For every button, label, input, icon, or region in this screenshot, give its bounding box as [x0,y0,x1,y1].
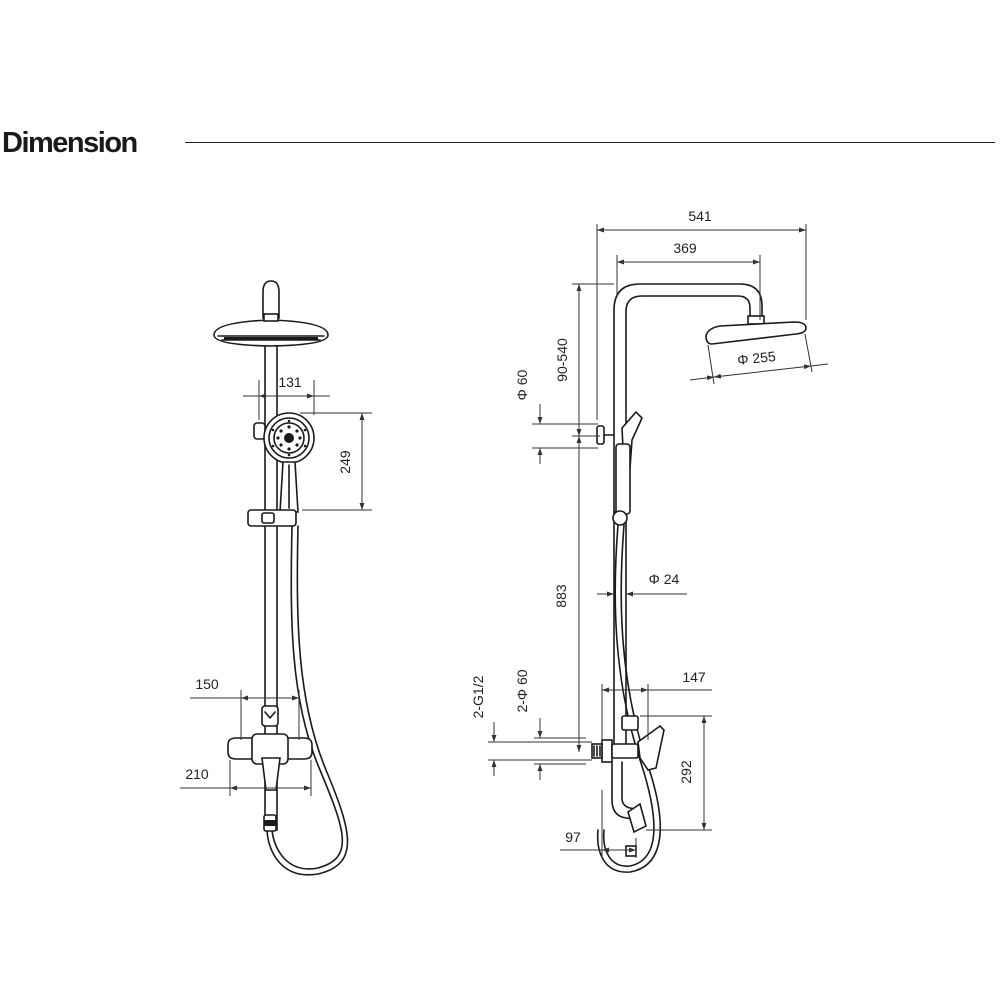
side-mixer-body [591,715,665,771]
dim-front-249-label: 249 [337,450,353,474]
dim-side-flange-top-label: Φ 60 [514,369,530,400]
dim-front-150-label: 150 [195,676,219,692]
dim-side-883: 883 [553,436,582,752]
dim-side-292: 292 [640,715,712,831]
dim-side-147: 147 [601,669,712,742]
dim-side-pipe-diameter: Φ 24 [597,571,687,597]
side-overhead-shower-head [705,315,807,345]
dim-side-height-adjustment-label: 90-540 [554,338,570,382]
front-diverter-cartridge [261,705,279,727]
title-divider [185,142,995,143]
side-diverter-knob [596,425,615,445]
dim-side-inlet-thread: 2-G1/2 [470,675,592,776]
dim-side-883-label: 883 [553,584,569,608]
dim-side-flange-top: Φ 60 [514,369,598,464]
side-hose [596,524,661,873]
dim-front-210: 210 [180,760,312,796]
dim-side-flange-bottom: 2-Φ 60 [514,669,586,780]
dim-side-97: 97 [560,790,637,858]
front-overhead-shower-head [213,313,329,347]
front-view: 131 249 150 210 [180,280,372,876]
dim-side-541: 541 [596,208,807,420]
page-title: Dimension [2,127,138,159]
front-arm-cap [262,280,280,319]
dim-side-pipe-diameter-label: Φ 24 [649,571,680,587]
dim-side-height-adjustment: 90-540 [554,283,614,437]
dim-side-292-label: 292 [678,760,694,784]
front-mixer-body [227,733,313,791]
front-hand-shower-head [263,412,315,464]
dim-side-head-diameter-label: Φ 255 [737,348,777,368]
side-spout [611,761,647,857]
side-hand-shower [612,410,643,526]
dim-side-97-label: 97 [565,829,581,845]
dim-side-369: 369 [616,240,761,320]
dim-side-inlet-thread-label: 2-G1/2 [470,675,486,718]
dim-front-131: 131 [243,374,330,420]
dim-side-flange-bottom-label: 2-Φ 60 [514,669,530,712]
front-hand-shower-handle [279,461,299,513]
dim-front-210-label: 210 [185,766,209,782]
dim-side-head-diameter: Φ 255 [689,333,829,385]
front-hose [266,525,349,876]
dim-side-147-label: 147 [682,669,706,685]
dim-front-131-label: 131 [278,374,302,390]
dim-front-150: 150 [190,676,300,740]
front-hose-connector [263,814,277,832]
front-slide-bracket [247,509,297,527]
side-view: 541 369 Φ 255 90-540 [470,208,829,873]
dim-side-541-label: 541 [688,208,712,224]
dim-side-369-label: 369 [673,240,697,256]
dim-front-249: 249 [300,412,372,511]
